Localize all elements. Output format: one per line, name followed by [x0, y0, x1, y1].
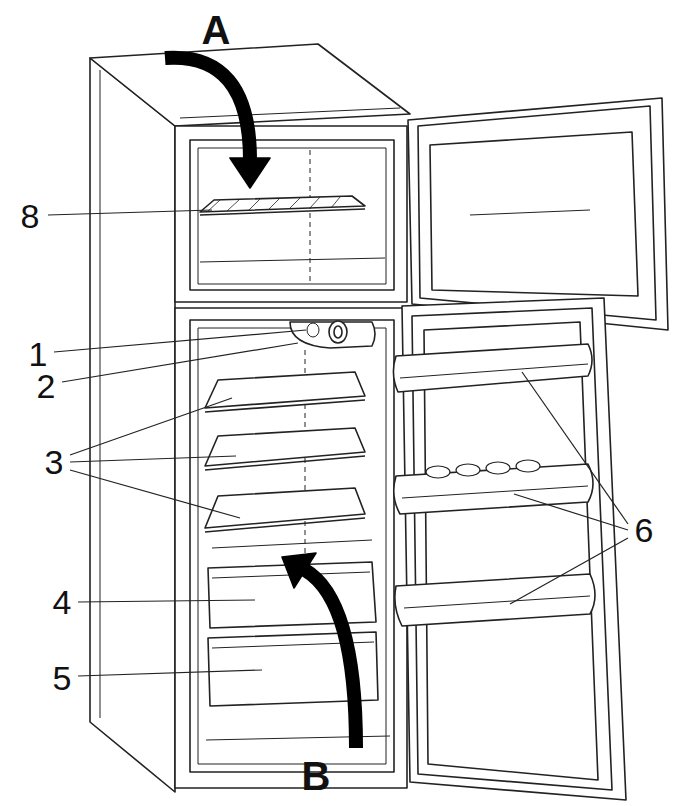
callout-number: 3	[45, 445, 64, 479]
flow-letter: B	[302, 756, 331, 796]
callout-number: 6	[635, 513, 654, 547]
callout-number: 8	[21, 199, 40, 233]
callout-number: 5	[53, 661, 72, 695]
callout-number: 1	[29, 337, 48, 371]
flow-letter: A	[202, 10, 231, 50]
callout-number: 4	[53, 585, 72, 619]
callout-number: 2	[37, 369, 56, 403]
